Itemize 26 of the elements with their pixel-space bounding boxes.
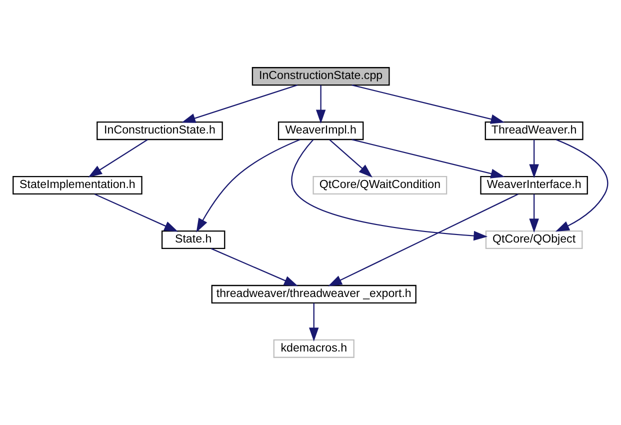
arrow [529,194,539,233]
node-box: ThreadWeaver.h [484,122,584,140]
node-box: threadweaver/threadweaver _export.h [211,284,416,304]
node-box: StateImplementation.h [12,176,142,195]
node-box: kdemacros.h [273,339,354,358]
arrow [210,248,298,286]
node-box: QtCore/QObject [485,230,583,249]
node-box: WeaverImpl.h [278,122,364,140]
node-box: InConstructionState.cpp [252,67,390,86]
node-box: QtCore/QWaitCondition [312,176,448,195]
arrow [182,84,298,123]
arrow [352,84,505,124]
arrow [352,138,505,178]
arrow [94,194,178,232]
node-box: State.h [161,230,226,249]
arrow [88,139,148,178]
node-box: WeaverInterface.h [480,176,588,195]
arrow [316,85,326,124]
arrow [529,140,539,178]
arrow [196,139,300,232]
arrow [328,194,518,286]
arrow [309,303,319,342]
arrow [329,139,372,178]
node-box: InConstructionState.h [96,122,223,140]
arrow [555,139,608,232]
arrow [291,139,488,241]
